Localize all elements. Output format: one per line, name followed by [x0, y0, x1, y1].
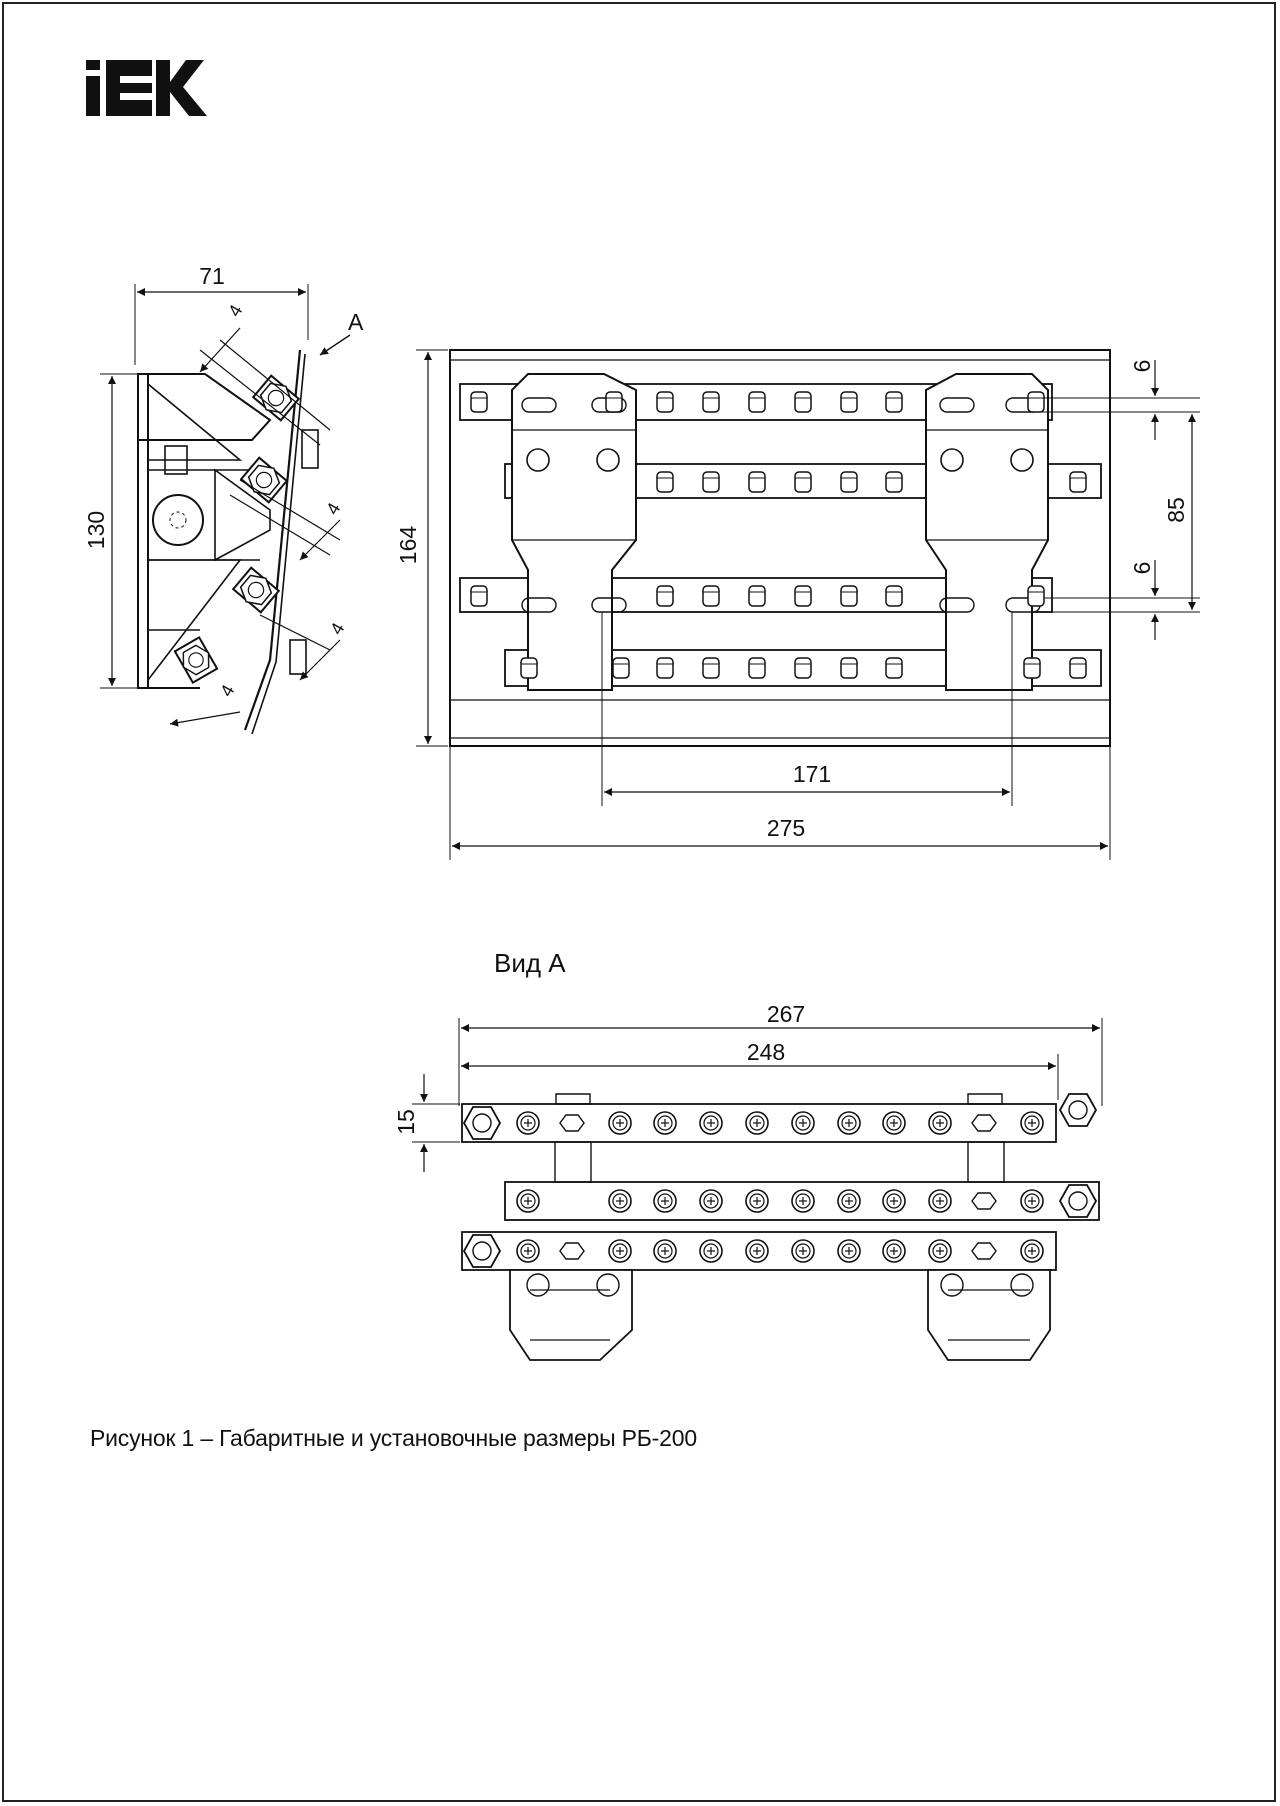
view-a-marker: A — [348, 309, 364, 335]
view-a-fasteners — [463, 1093, 1097, 1268]
side-thickness-mid: 4 — [322, 499, 344, 518]
side-height-dim: 130 — [83, 511, 109, 549]
view-a — [412, 1018, 1103, 1361]
view-a-width-dim: 267 — [767, 1001, 805, 1027]
front-view — [416, 349, 1200, 860]
figure-caption: Рисунок 1 – Габаритные и установочные ра… — [90, 1425, 697, 1451]
side-width-dim: 71 — [199, 263, 225, 289]
side-thickness-bottom: 4 — [216, 681, 238, 700]
view-a-title: Вид А — [494, 948, 566, 978]
slot-lower-dim: 6 — [1129, 562, 1155, 575]
slot-upper-dim: 6 — [1129, 360, 1155, 373]
view-a-bus-height-dim: 15 — [393, 1109, 419, 1135]
view-a-bus-width-dim: 248 — [747, 1039, 785, 1065]
side-thickness-top: 4 — [224, 301, 246, 320]
side-thickness-low: 4 — [326, 619, 348, 638]
front-width-dim: 275 — [767, 815, 805, 841]
side-view — [100, 284, 351, 735]
iek-logo — [86, 60, 207, 116]
front-height-dim: 164 — [395, 526, 421, 565]
front-mount-spacing-dim: 171 — [793, 761, 831, 787]
slot-spacing-dim: 85 — [1163, 497, 1189, 523]
